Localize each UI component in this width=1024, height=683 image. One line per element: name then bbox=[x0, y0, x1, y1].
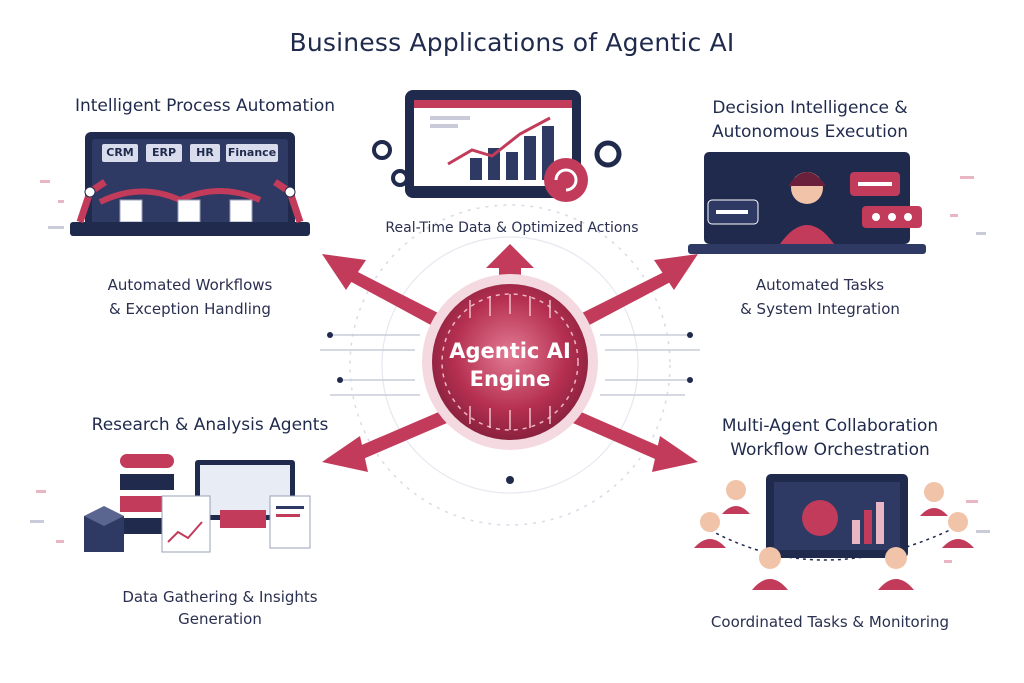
panel-heading-multi-agent-1: Multi-Agent Collaboration bbox=[721, 416, 939, 436]
panel-heading-process-automation: Intelligent Process Automation bbox=[74, 96, 336, 116]
process-automation-illustration: CRM ERP HR Finance bbox=[60, 132, 320, 252]
panel-heading-research: Research & Analysis Agents bbox=[91, 415, 329, 435]
caption-process-automation-2: & Exception Handling bbox=[109, 300, 271, 318]
caption-decision-2: & System Integration bbox=[740, 300, 900, 318]
panel-heading-multi-agent-2: Workflow Orchestration bbox=[730, 440, 930, 460]
orbit-ring bbox=[349, 204, 671, 526]
arrow-bottom-right bbox=[566, 408, 698, 472]
system-tab-erp: ERP bbox=[146, 144, 182, 162]
decision-illustration bbox=[688, 152, 926, 254]
arrow-top-left bbox=[322, 254, 448, 330]
multi-agent-illustration bbox=[694, 474, 974, 590]
panel-heading-decision-1: Decision Intelligence & bbox=[712, 98, 908, 118]
research-illustration bbox=[84, 454, 311, 553]
caption-multi-agent: Coordinated Tasks & Monitoring bbox=[710, 613, 950, 631]
system-tab-finance: Finance bbox=[226, 144, 278, 162]
page-title: Business Applications of Agentic AI bbox=[289, 28, 735, 57]
engine-core bbox=[432, 284, 588, 440]
arrow-top-right bbox=[572, 254, 698, 330]
arrow-bottom-left bbox=[322, 408, 454, 472]
caption-realtime-data: Real-Time Data & Optimized Actions bbox=[385, 220, 639, 236]
caption-research-2: Generation bbox=[178, 610, 262, 628]
system-tab-hr: HR bbox=[190, 144, 220, 162]
engine-label-line1: Agentic AI bbox=[449, 339, 571, 363]
system-tab-crm: CRM bbox=[102, 144, 138, 162]
caption-research-1: Data Gathering & Insights bbox=[122, 588, 318, 606]
engine-label-line2: Engine bbox=[470, 367, 551, 391]
caption-process-automation-1: Automated Workflows bbox=[107, 276, 273, 294]
panel-heading-decision-2: Autonomous Execution bbox=[711, 122, 909, 142]
caption-decision-1: Automated Tasks bbox=[755, 276, 885, 294]
realtime-data-illustration bbox=[372, 90, 622, 202]
